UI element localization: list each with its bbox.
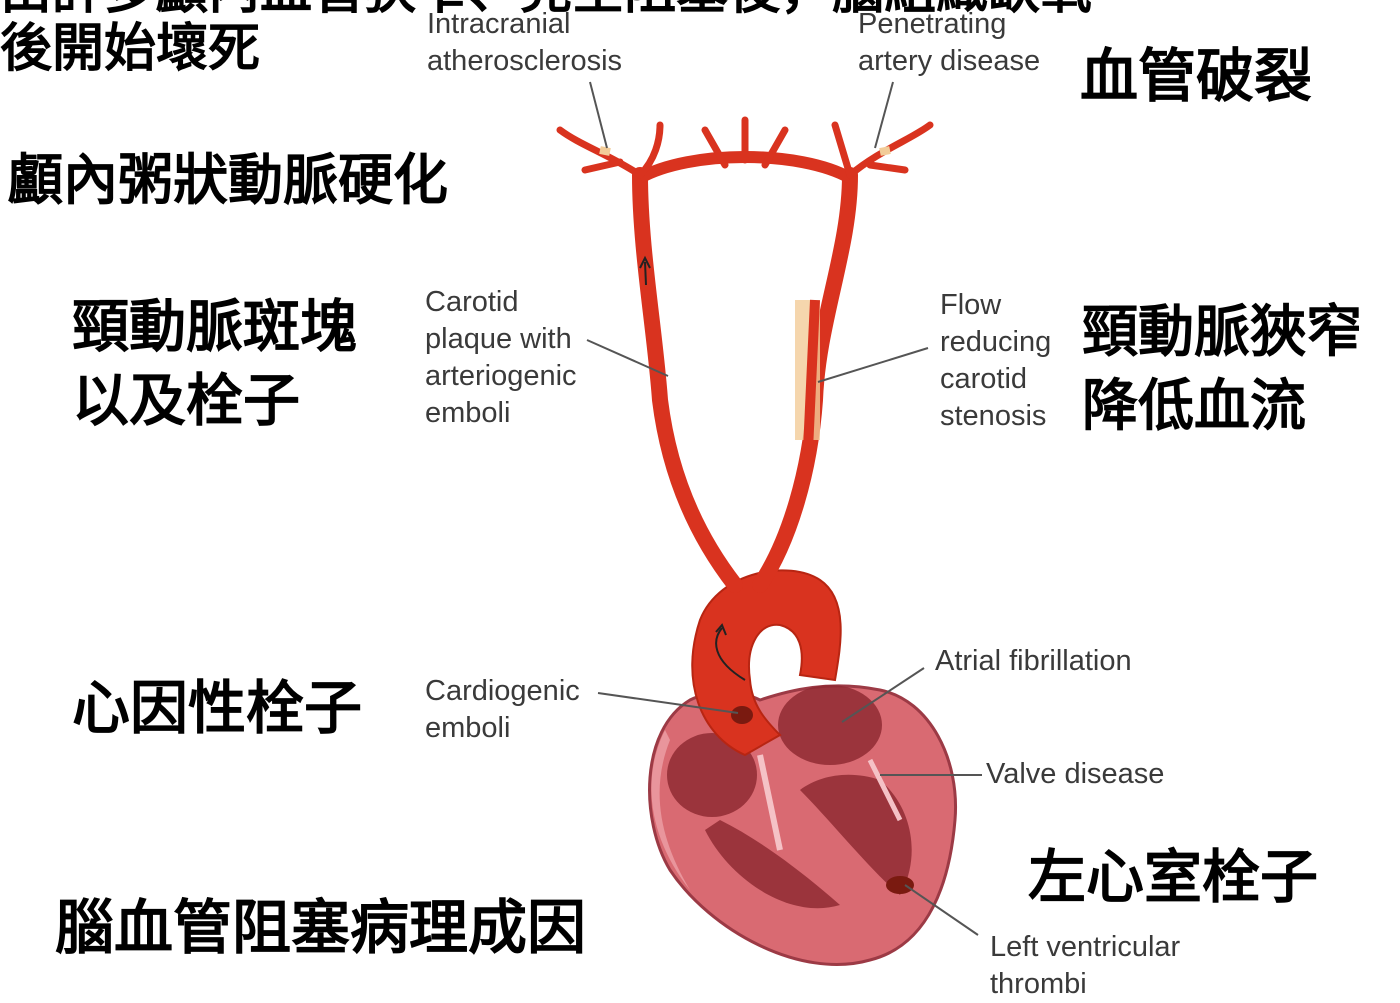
leader-stenosis bbox=[818, 348, 928, 382]
label-cn-carotid-plaque: 頸動脈斑塊 以及栓子 bbox=[72, 290, 357, 438]
label-en-afib: Atrial fibrillation bbox=[935, 643, 1132, 680]
label-en-stenosis: Flow reducing carotid stenosis bbox=[940, 287, 1051, 435]
label-cn-lv: 左心室栓子 bbox=[1028, 845, 1318, 910]
heart-illustration bbox=[650, 685, 956, 964]
figure-caption: 腦血管阻塞病理成因 bbox=[55, 895, 586, 961]
label-en-penetrating: Penetrating artery disease bbox=[858, 6, 1040, 80]
label-en-carotid-plaque: Carotid plaque with arteriogenic emboli bbox=[425, 284, 577, 432]
label-cn-intracranial: 顱內粥狀動脈硬化 bbox=[8, 150, 448, 212]
leader-penetrating bbox=[875, 82, 893, 148]
label-en-intracranial: Intracranial atherosclerosis bbox=[427, 6, 622, 80]
label-cn-carotid-stenosis: 頸動脈狹窄 降低血流 bbox=[1082, 296, 1362, 444]
leader-intracranial bbox=[590, 82, 607, 148]
label-cn-cardiogenic: 心因性栓子 bbox=[72, 676, 362, 741]
lv-thrombus-mark bbox=[886, 876, 914, 894]
label-en-lv: Left ventricular thrombi bbox=[990, 929, 1180, 1003]
label-en-valve: Valve disease bbox=[986, 756, 1164, 793]
label-cn-hemorrhage: 血管破裂 bbox=[1080, 44, 1312, 109]
label-en-cardiogenic: Cardiogenic emboli bbox=[425, 673, 580, 747]
